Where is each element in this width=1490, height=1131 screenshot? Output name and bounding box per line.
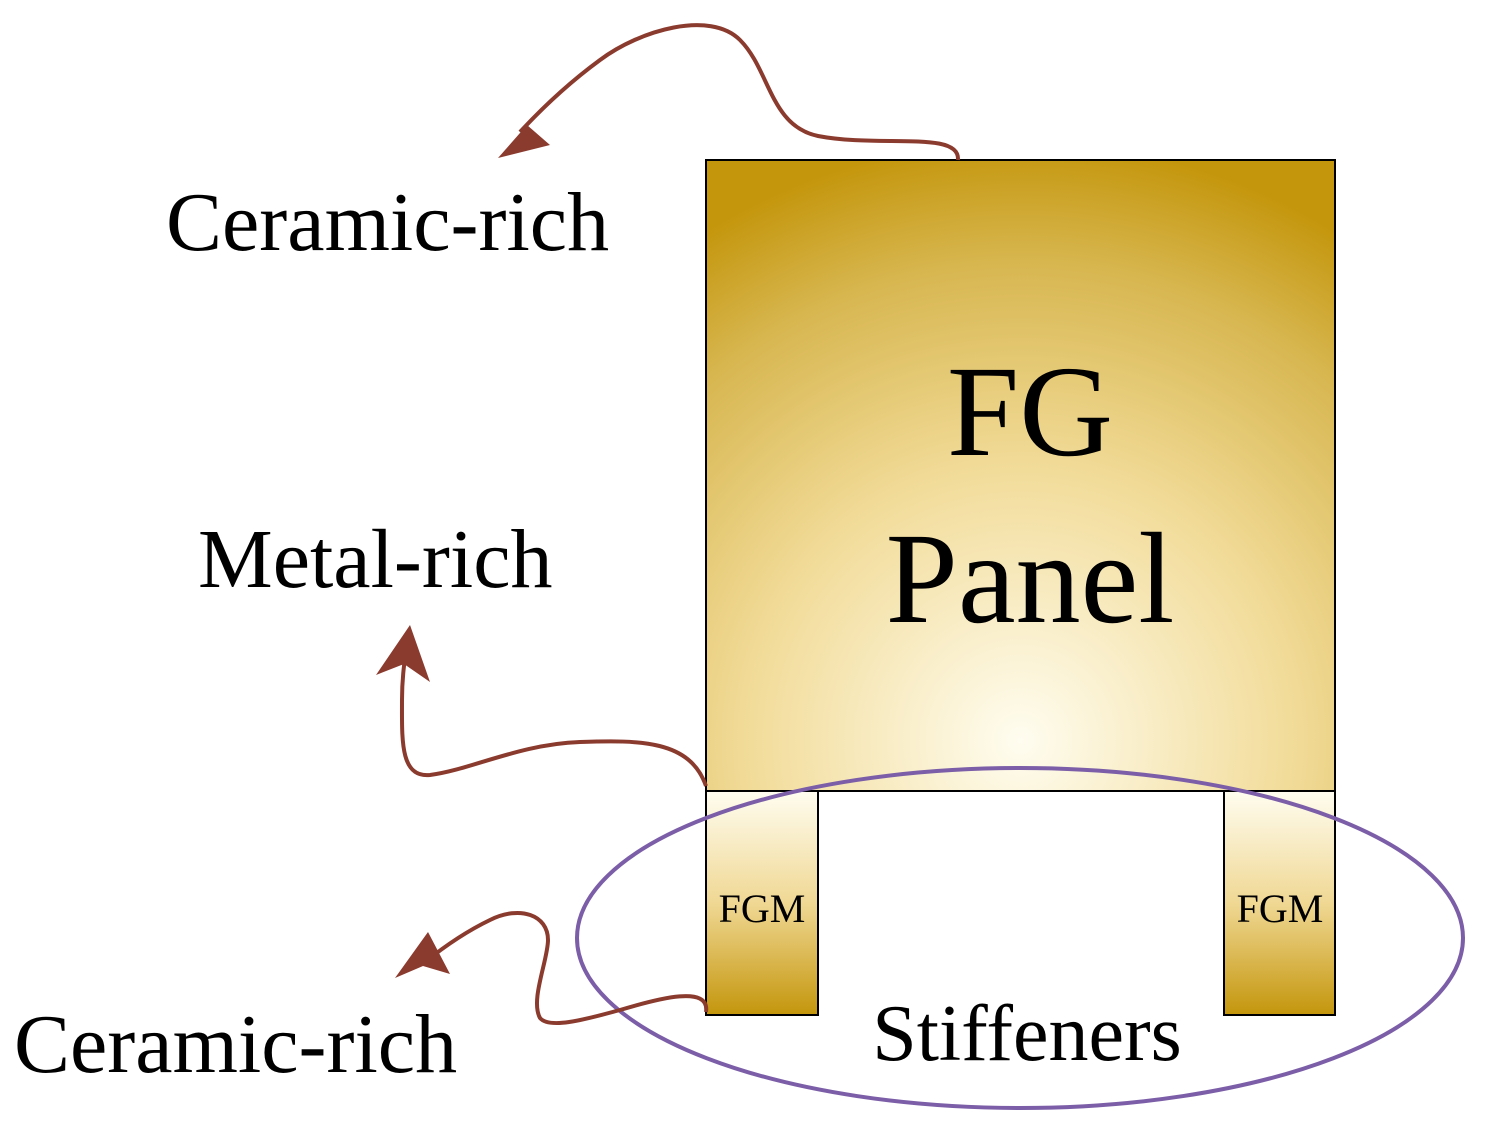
- stiffener-left-label: FGM: [719, 886, 806, 931]
- stiffeners-ellipse: [575, 766, 1465, 1110]
- label-ceramic-rich-top: Ceramic-rich: [166, 176, 609, 269]
- label-ceramic-rich-bottom: Ceramic-rich: [14, 998, 457, 1091]
- label-metal-rich: Metal-rich: [198, 513, 553, 606]
- curved-arrow-icon: [423, 910, 709, 1026]
- curved-arrow-icon: [498, 125, 550, 158]
- curved-arrow-icon: [399, 649, 708, 787]
- panel-label-line1: FG: [947, 340, 1113, 484]
- curved-arrow-icon: [376, 625, 430, 682]
- curved-arrow-icon: [518, 23, 961, 161]
- fg-panel: [705, 159, 1336, 792]
- stiffener-right-label: FGM: [1237, 886, 1324, 931]
- stiffener-left: [705, 790, 819, 1016]
- label-stiffeners: Stiffeners: [872, 990, 1182, 1078]
- curved-arrow-icon: [395, 932, 450, 978]
- stiffener-right: [1223, 790, 1336, 1016]
- panel-label-line2: Panel: [886, 507, 1175, 651]
